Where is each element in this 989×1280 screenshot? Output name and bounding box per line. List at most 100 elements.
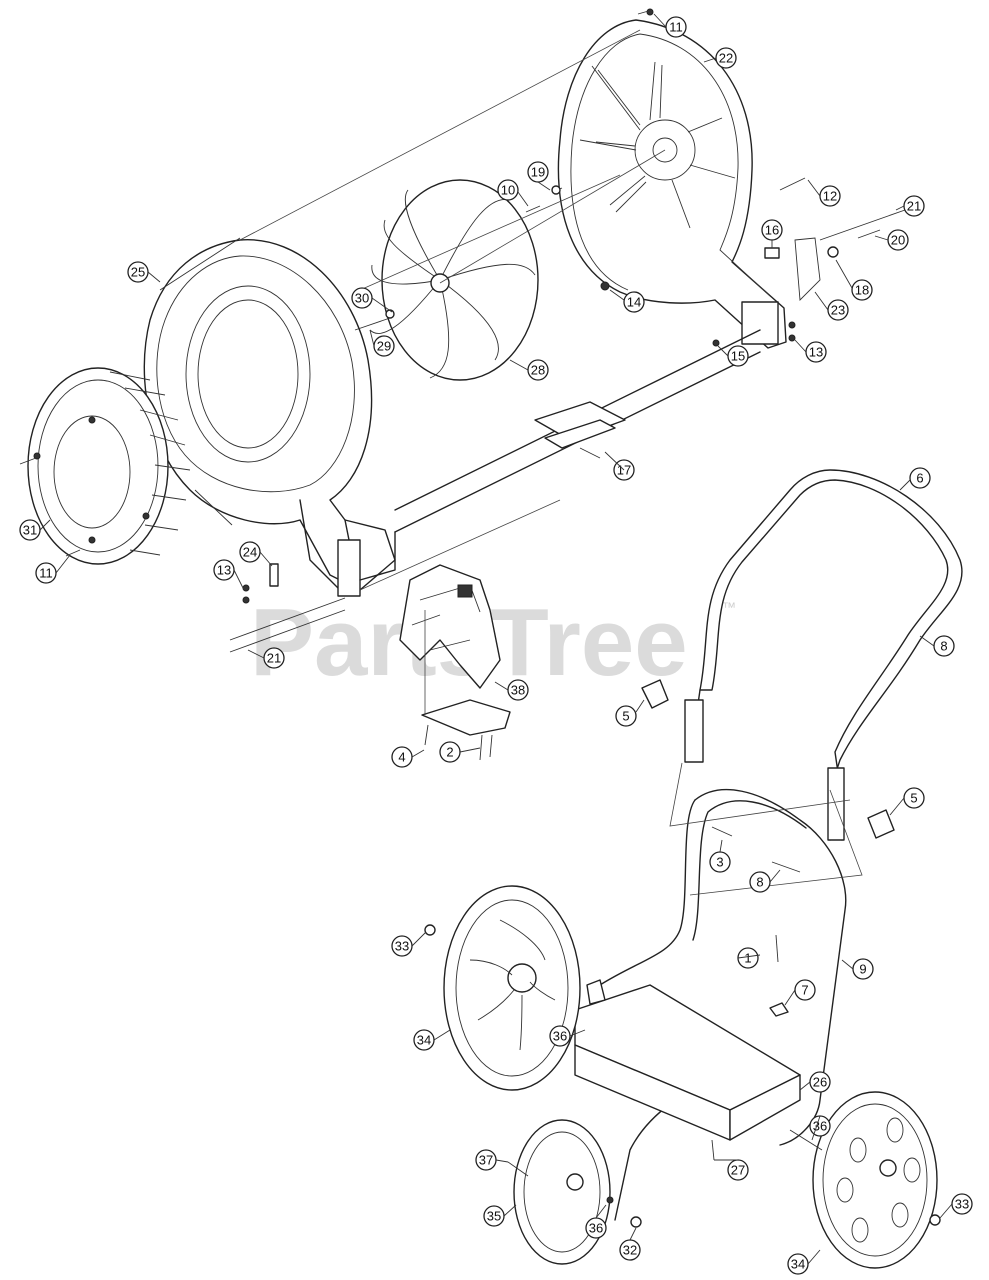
callout-label: 1 [744, 951, 751, 966]
callout-label: 21 [907, 199, 921, 214]
callout-label: 30 [355, 291, 369, 306]
callout-label: 25 [131, 265, 145, 280]
callout-label: 33 [955, 1197, 969, 1212]
callout-35: 35 [483, 1205, 505, 1227]
callout-30: 30 [351, 287, 373, 309]
callout-21b: 21 [263, 647, 285, 669]
callout-label: 36 [813, 1119, 827, 1134]
callout-13a: 13 [805, 341, 827, 363]
callout-label: 2 [446, 745, 453, 760]
handle-assembly [684, 469, 963, 841]
callout-8a: 8 [933, 635, 955, 657]
callout-24: 24 [239, 541, 261, 563]
callout-5b: 5 [903, 787, 925, 809]
callout-4: 4 [391, 746, 413, 768]
callout-36c: 36 [585, 1217, 607, 1239]
callout-25: 25 [127, 261, 149, 283]
callout-label: 18 [855, 283, 869, 298]
callout-label: 37 [479, 1153, 493, 1168]
callout-7: 7 [794, 979, 816, 1001]
callout-9: 9 [852, 958, 874, 980]
callout-label: 38 [511, 683, 525, 698]
callout-14: 14 [623, 291, 645, 313]
callout-label: 29 [377, 339, 391, 354]
callout-label: 34 [791, 1257, 805, 1272]
callout-26: 26 [809, 1071, 831, 1093]
callout-label: 14 [627, 295, 641, 310]
base-plate [574, 984, 801, 1141]
callout-5a: 5 [615, 705, 637, 727]
callout-label: 22 [719, 51, 733, 66]
callout-20: 20 [887, 229, 909, 251]
callout-label: 6 [916, 471, 923, 486]
callout-label: 10 [501, 183, 515, 198]
callout-label: 7 [801, 983, 808, 998]
callout-23: 23 [827, 299, 849, 321]
callout-label: 9 [859, 962, 866, 977]
callout-label: 11 [39, 566, 53, 581]
callout-label: 21 [267, 651, 281, 666]
callout-2: 2 [439, 741, 461, 763]
callout-16: 16 [761, 219, 783, 241]
callout-label: 19 [531, 165, 545, 180]
wheel-left-large [443, 885, 581, 1091]
callout-34b: 34 [787, 1253, 809, 1275]
callout-label: 16 [765, 223, 779, 238]
frame-rails [359, 329, 761, 581]
leader-lines [39, 13, 953, 1265]
callout-label: 3 [716, 855, 723, 870]
callout-29: 29 [373, 335, 395, 357]
callout-label: 33 [395, 939, 409, 954]
rear-housing-plate [557, 19, 787, 349]
callout-6: 6 [909, 467, 931, 489]
callout-10: 10 [497, 179, 519, 201]
callout-27: 27 [727, 1159, 749, 1181]
callout-label: 11 [669, 20, 683, 35]
callout-8b: 8 [749, 871, 771, 893]
callout-label: 4 [398, 750, 405, 765]
callout-36a: 36 [549, 1025, 571, 1047]
callout-3: 3 [709, 851, 731, 873]
callout-11a: 11 [665, 16, 687, 38]
callout-label: 32 [623, 1243, 637, 1258]
callout-15: 15 [727, 345, 749, 367]
callout-18: 18 [851, 279, 873, 301]
callout-label: 13 [217, 563, 231, 578]
callout-32: 32 [619, 1239, 641, 1261]
callout-label: 36 [589, 1221, 603, 1236]
wheel-front-small [513, 1119, 611, 1265]
callout-12: 12 [819, 185, 841, 207]
callout-13b: 13 [213, 559, 235, 581]
callout-label: 28 [531, 363, 545, 378]
callout-label: 31 [23, 523, 37, 538]
callout-label: 36 [553, 1029, 567, 1044]
callout-33b: 33 [951, 1193, 973, 1215]
callout-38: 38 [507, 679, 529, 701]
callout-label: 8 [940, 639, 947, 654]
callout-33a: 33 [391, 935, 413, 957]
callout-36b: 36 [809, 1115, 831, 1137]
trademark-symbol: ™ [722, 599, 736, 615]
callout-22: 22 [715, 47, 737, 69]
alignment-lines [239, 29, 863, 896]
callout-label: 35 [487, 1209, 501, 1224]
blower-housing [143, 237, 396, 597]
callout-label: 23 [831, 303, 845, 318]
discharge-chute [399, 564, 511, 736]
callout-11b: 11 [35, 562, 57, 584]
callout-label: 15 [731, 349, 745, 364]
callout-31: 31 [19, 519, 41, 541]
callout-28: 28 [527, 359, 549, 381]
callout-label: 12 [823, 189, 837, 204]
callout-label: 5 [622, 709, 629, 724]
inlet-cover [27, 367, 191, 565]
callout-label: 5 [910, 791, 917, 806]
callout-label: 20 [891, 233, 905, 248]
callout-label: 8 [756, 875, 763, 890]
callout-21a: 21 [903, 195, 925, 217]
callout-label: 13 [809, 345, 823, 360]
callout-label: 26 [813, 1075, 827, 1090]
impeller [369, 179, 539, 381]
callout-34a: 34 [413, 1029, 435, 1051]
